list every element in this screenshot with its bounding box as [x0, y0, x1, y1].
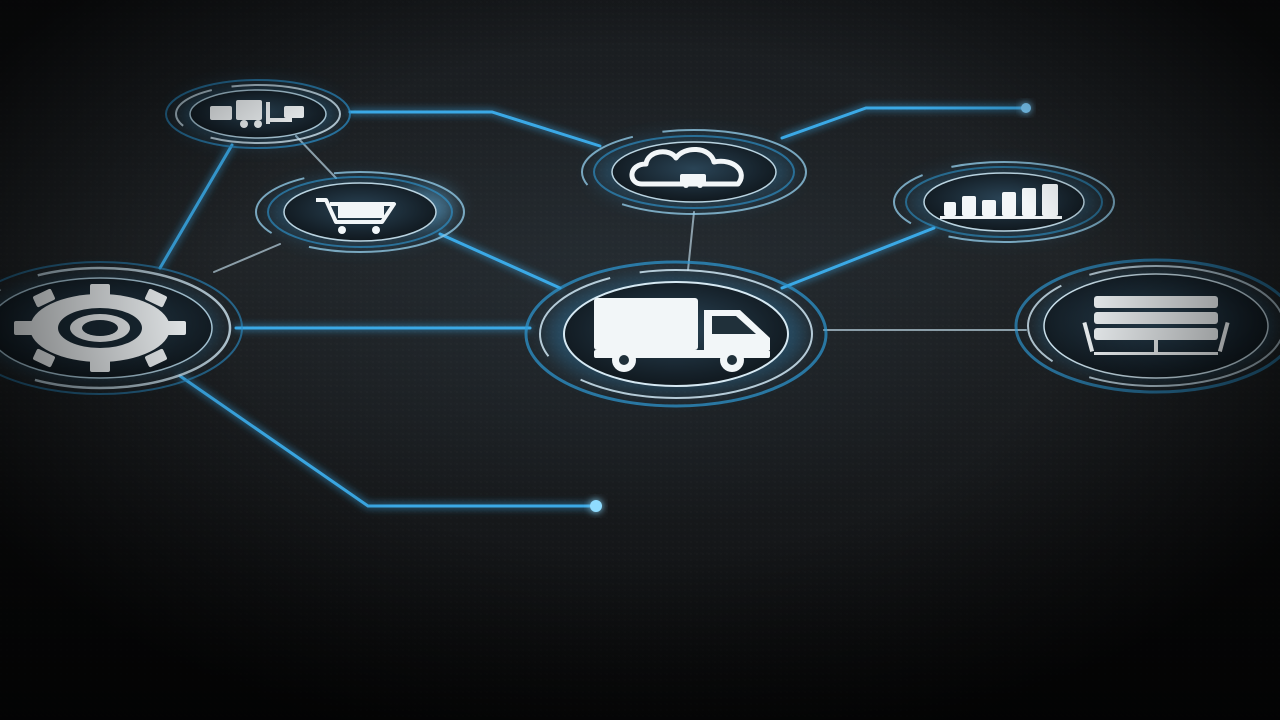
node-server	[1014, 258, 1280, 394]
node-warehouse	[165, 79, 351, 149]
gear-icon	[14, 284, 186, 372]
node-truck	[524, 260, 828, 408]
endpoint-dot-bottom	[590, 500, 602, 512]
endpoint-dot-right	[1021, 103, 1031, 113]
